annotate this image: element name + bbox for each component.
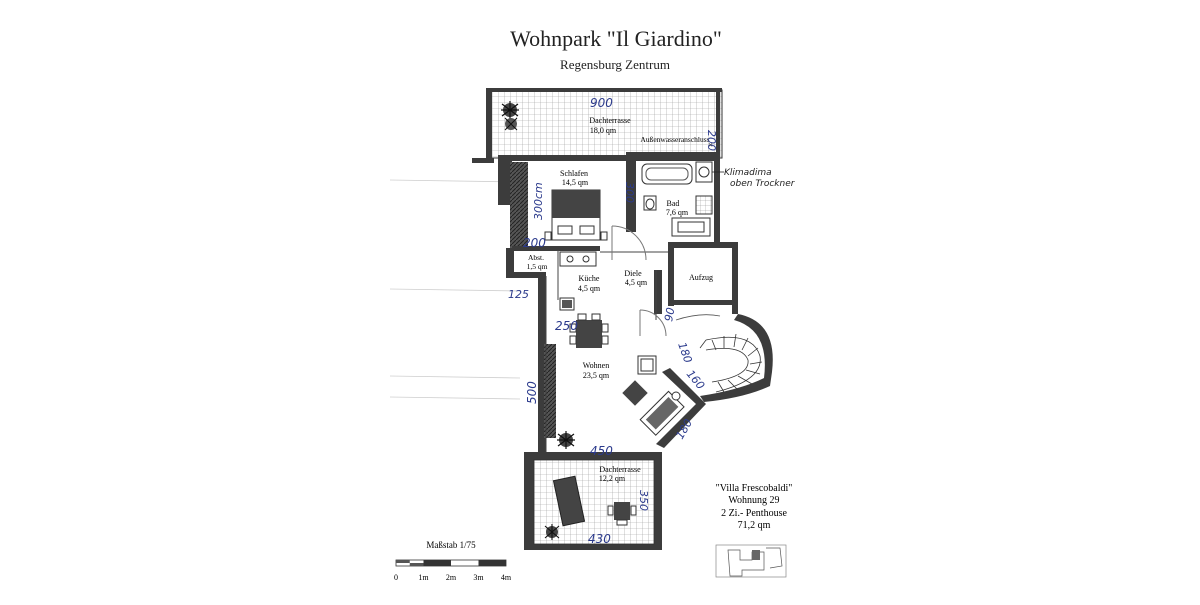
title-block: Wohnpark "Il Giardino" Regensburg Zentru…	[510, 26, 722, 72]
sun-lounger	[552, 475, 586, 527]
hallway: Diele 4,5 qm	[624, 269, 667, 337]
sofa	[639, 390, 685, 436]
plant-icon	[501, 101, 519, 131]
scale-tick-0: 0	[394, 573, 398, 582]
hallway-area: 4,5 qm	[625, 278, 648, 287]
building-walls	[498, 152, 773, 550]
terrace-bottom-area: 12,2 qm	[599, 474, 626, 483]
page-subtitle: Regensburg Zentrum	[560, 57, 670, 72]
roof-terrace-top: Dachterrasse 18,0 qm Außenwasseranschlus…	[472, 88, 723, 163]
dimension-350: 350	[637, 490, 650, 511]
terrace-top-name: Dachterrasse	[589, 116, 631, 125]
dimension-125: 125	[508, 288, 529, 301]
terrace-table	[614, 502, 630, 520]
kitchen-counter	[559, 251, 597, 267]
scan-artifacts	[389, 179, 521, 400]
hallway-name: Diele	[624, 269, 642, 278]
scale-label: Maßstab 1/75	[426, 540, 476, 550]
dimension-300: 300	[623, 182, 636, 203]
scale-tick-3m: 3m	[473, 573, 484, 582]
bathroom-name: Bad	[667, 199, 680, 208]
dimension-250: 250	[555, 319, 578, 333]
elevator-name: Aufzug	[689, 273, 713, 282]
apartment-info: "Villa Frescobaldi" Wohnung 29 2 Zi.- Pe…	[716, 483, 793, 531]
dimension-90: 90	[662, 306, 677, 322]
note-line-1: Klimadima	[724, 168, 772, 178]
scale-tick-2m: 2m	[446, 573, 457, 582]
kitchen-area: 4,5 qm	[578, 284, 601, 293]
kitchen-name: Küche	[579, 274, 600, 283]
storage-name: Abst.	[528, 253, 544, 262]
storage-area: 1,5 qm	[527, 262, 548, 271]
dimension-300cm: 300cm	[532, 182, 545, 220]
roof-terrace-bottom: Dachterrasse 12,2 qm 430 350	[533, 459, 655, 546]
dimension-180-stair: 180	[675, 341, 694, 365]
dimension-430: 430	[588, 532, 611, 546]
terrace-bottom-name: Dachterrasse	[599, 465, 641, 474]
interior-lines	[545, 225, 668, 452]
dimension-900: 900	[590, 96, 613, 110]
scale-bar: Maßstab 1/75 0 1m 2m 3m 4m	[394, 540, 512, 582]
plant-icon	[557, 431, 575, 449]
bedroom: Schlafen 14,5 qm 300cm 300 200	[523, 169, 636, 250]
info-type: 2 Zi.- Penthouse	[721, 508, 787, 519]
bathroom-area: 7,6 qm	[666, 208, 689, 217]
terrace-top-area: 18,0 qm	[590, 126, 617, 135]
bedroom-area: 14,5 qm	[562, 178, 589, 187]
washer	[695, 161, 713, 183]
water-tap-icon: ×	[708, 140, 713, 150]
page-title: Wohnpark "Il Giardino"	[510, 26, 722, 51]
info-area: 71,2 qm	[738, 520, 771, 531]
dimension-500: 500	[525, 381, 539, 404]
scale-tick-4m: 4m	[501, 573, 512, 582]
key-plan-thumbnail	[715, 544, 787, 578]
scale-tick-1m: 1m	[418, 573, 429, 582]
living-room-name: Wohnen	[583, 361, 609, 370]
info-apartment: Wohnung 29	[728, 495, 779, 506]
plant-icon	[544, 524, 560, 540]
info-villa: "Villa Frescobaldi"	[716, 483, 793, 494]
storage-and-kitchen: Abst. 1,5 qm Küche 4,5 qm 125	[508, 251, 601, 311]
dimension-200-top: 200	[705, 130, 718, 151]
bathroom: Bad 7,6 qm Klimadima oben Trockner	[641, 161, 796, 237]
toilet	[643, 195, 657, 211]
bathtub	[641, 163, 693, 185]
dimension-180-wall: 180	[673, 417, 695, 442]
dimension-450: 450	[590, 444, 613, 458]
dining-table	[576, 320, 602, 348]
living-room-area: 23,5 qm	[583, 371, 610, 380]
elevator: Aufzug	[674, 248, 732, 300]
bedroom-name: Schlafen	[560, 169, 588, 178]
shower	[695, 195, 713, 215]
coffee-table	[622, 380, 648, 406]
armchair	[637, 355, 657, 375]
living-room: Wohnen 23,5 qm 250 500 180 450	[525, 313, 695, 458]
outdoor-water-label: Außenwasseranschluss	[640, 135, 709, 144]
note-line-2: oben Trockner	[730, 179, 796, 189]
dimension-200-mid: 200	[523, 236, 546, 250]
